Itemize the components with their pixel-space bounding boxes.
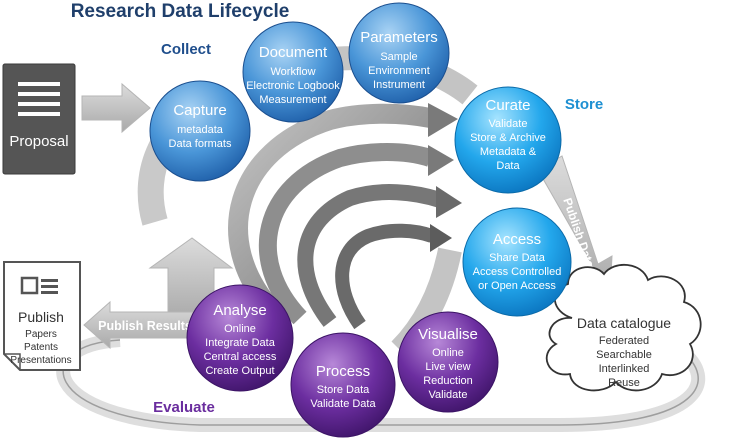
catalogue-item: Reuse [608, 377, 640, 389]
stage-title: Capture [173, 102, 226, 119]
data-catalogue: Data catalogue Federated Searchable Inte… [545, 263, 702, 392]
stage-title: Parameters [360, 29, 438, 46]
stage-curate: Curate Validate Store & Archive Metadata… [454, 86, 562, 194]
stage-item: Validate [429, 389, 468, 401]
stage-capture: Capture metadata Data formats [149, 80, 251, 182]
stage-title: Document [259, 44, 328, 61]
publish-item: Presentations [10, 355, 71, 366]
catalogue-item: Searchable [596, 349, 652, 361]
catalogue-title: Data catalogue [577, 315, 671, 331]
publish-item: Papers [25, 329, 57, 340]
publish-box: Publish Papers Patents Presentations [3, 261, 81, 371]
newspaper-icon [20, 276, 58, 295]
stage-item: Store Data [317, 384, 370, 396]
stage-item: Integrate Data [205, 337, 276, 349]
stage-title: Process [316, 363, 370, 380]
stage-item: Sample [380, 51, 417, 63]
publish-results-label: Publish Results [98, 319, 192, 333]
stage-item: Metadata & [480, 146, 537, 158]
stage-item: Instrument [373, 79, 425, 91]
stage-item: Validate [489, 118, 528, 130]
inner-spiral-arrows [228, 103, 462, 330]
stage-item: Validate Data [310, 398, 376, 410]
stage-process: Process Store Data Validate Data [290, 332, 396, 438]
proposal-label: Proposal [9, 133, 68, 150]
stage-item: Electronic Logbook [246, 80, 340, 92]
stage-item: Online [224, 323, 256, 335]
stage-visualise: Visualise Online Live view Reduction Val… [397, 311, 499, 413]
stage-item: Reduction [423, 375, 473, 387]
stage-item: Central access [204, 351, 277, 363]
stage-item: Workflow [270, 66, 315, 78]
stage-document: Document Workflow Electronic Logbook Mea… [242, 21, 344, 123]
stage-title: Visualise [418, 326, 478, 343]
stage-item: Live view [425, 361, 470, 373]
stage-item: Data [496, 160, 520, 172]
stage-access: Access Share Data Access Controlled or O… [462, 207, 572, 317]
stage-item: Environment [368, 65, 430, 77]
stage-title: Curate [485, 97, 530, 114]
stage-item: Share Data [489, 252, 546, 264]
phase-label-evaluate: Evaluate [153, 399, 215, 416]
stage-item: or Open Access [478, 280, 556, 292]
stage-title: Analyse [213, 302, 266, 319]
catalogue-item: Federated [599, 335, 649, 347]
stage-title: Access [493, 231, 541, 248]
stage-item: Access Controlled [473, 266, 562, 278]
proposal-box: Proposal [2, 63, 76, 175]
stage-item: Data formats [169, 138, 232, 150]
publish-title: Publish [18, 309, 64, 325]
publish-results-arrow: Publish Results [83, 300, 201, 350]
publish-item: Patents [24, 342, 58, 353]
document-lines-icon [18, 82, 60, 116]
stage-item: metadata [177, 124, 224, 136]
phase-label-store: Store [565, 96, 603, 113]
stage-analyse: Analyse Online Integrate Data Central ac… [186, 284, 294, 392]
phase-label-collect: Collect [161, 41, 211, 58]
stage-item: Measurement [259, 94, 326, 106]
stage-item: Store & Archive [470, 132, 546, 144]
stage-item: Create Output [205, 365, 274, 377]
stage-parameters: Parameters Sample Environment Instrument [348, 2, 450, 104]
proposal-arrow [81, 82, 151, 134]
page-title: Research Data Lifecycle [71, 1, 290, 22]
stage-item: Online [432, 347, 464, 359]
cloud-icon [545, 263, 702, 392]
catalogue-item: Interlinked [599, 363, 650, 375]
